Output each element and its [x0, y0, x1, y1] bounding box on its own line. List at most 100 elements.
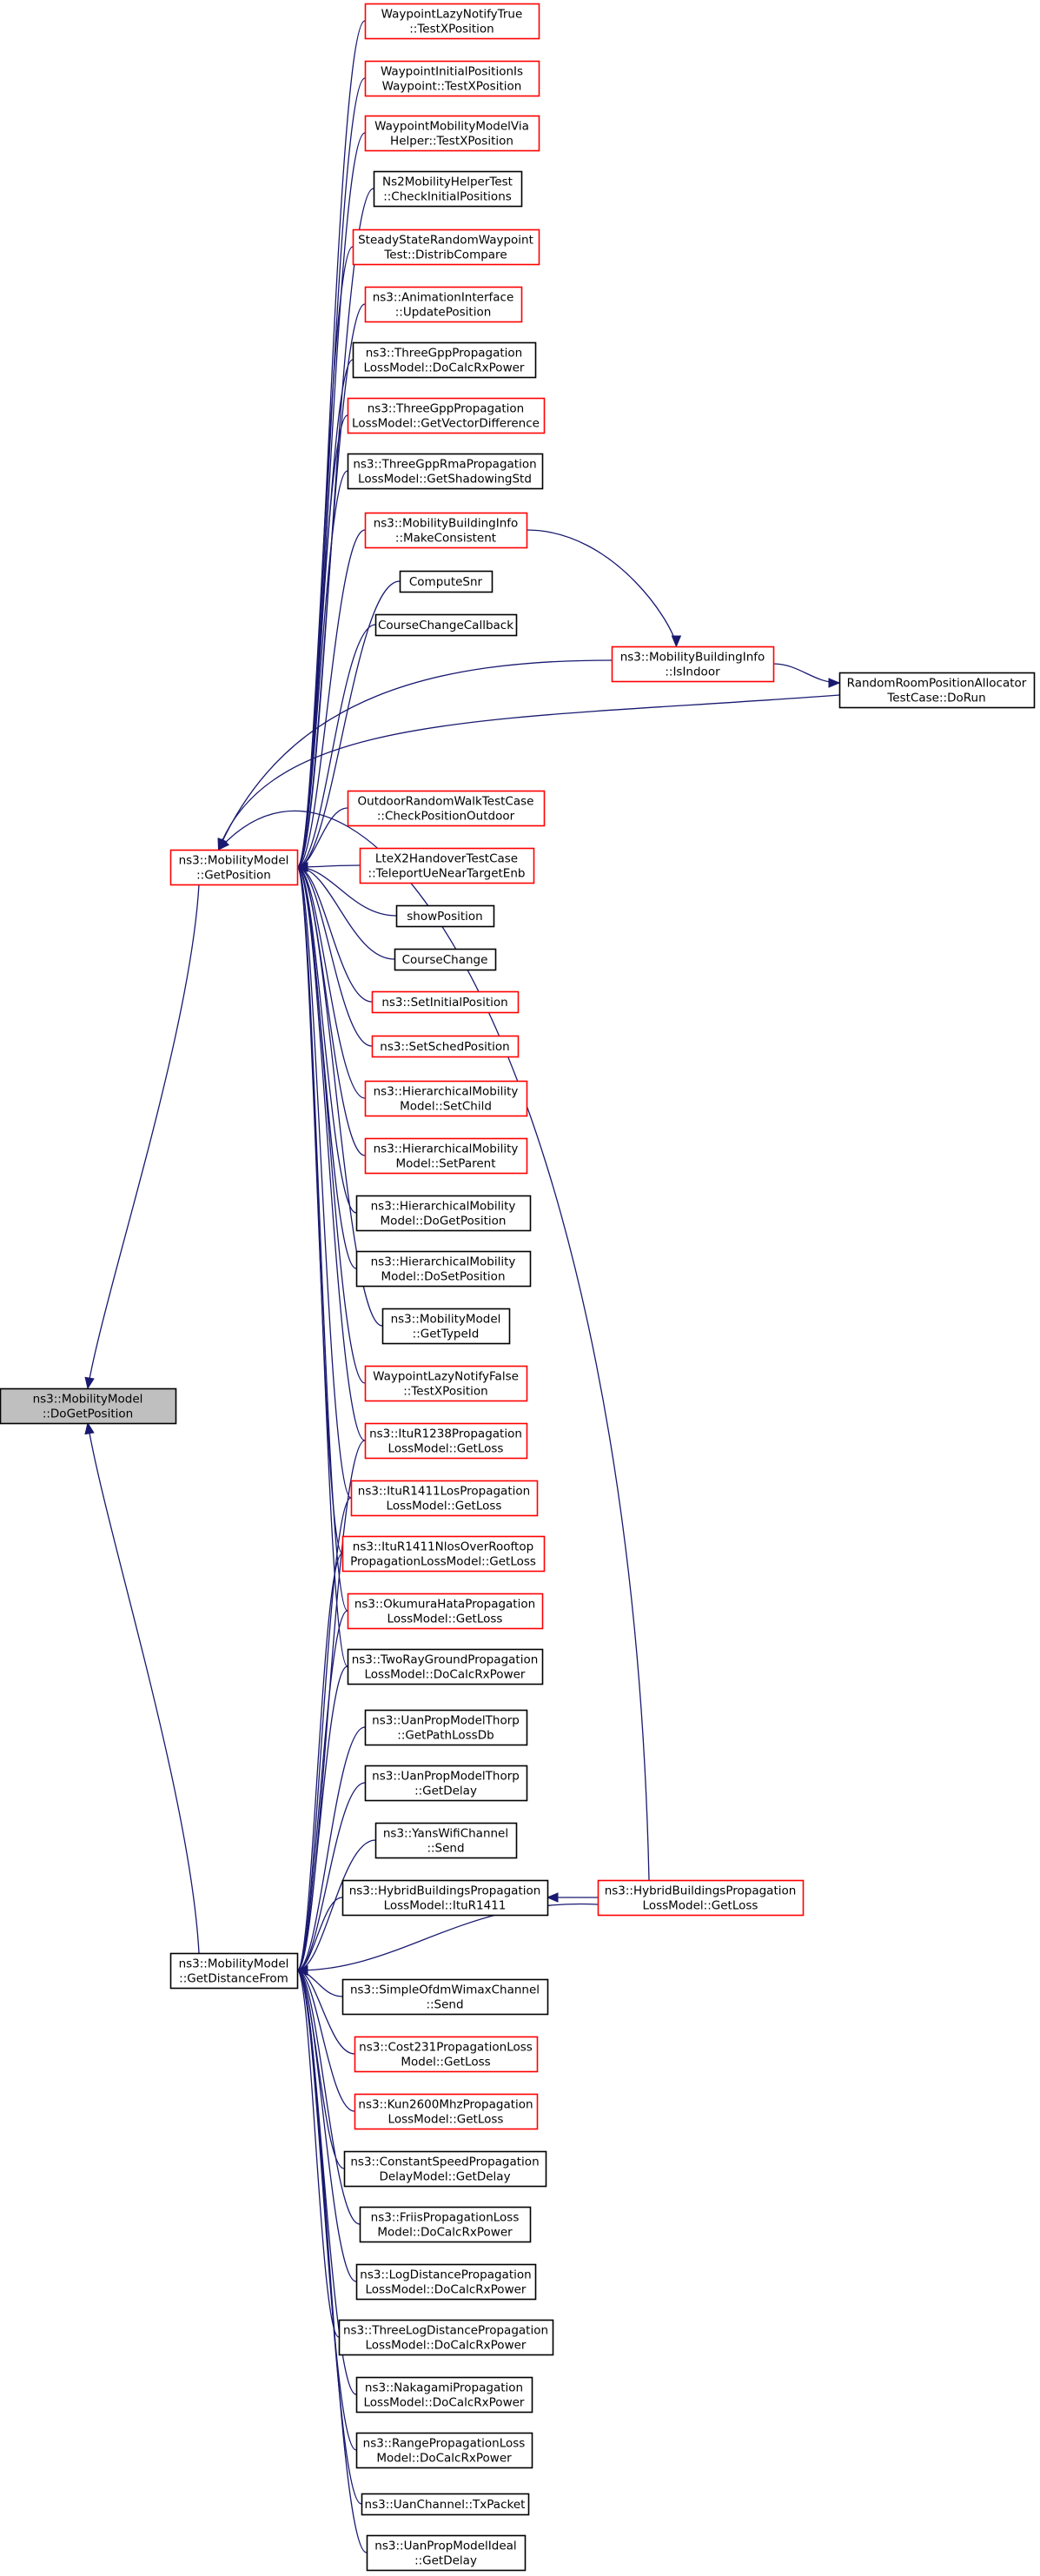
- node-box: [364, 1422, 528, 1460]
- node-simpleofdm[interactable]: ns3::SimpleOfdmWimaxChannel::Send: [341, 1978, 549, 2016]
- node-tworay[interactable]: ns3::TwoRayGroundPropagationLossModel::D…: [347, 1648, 544, 1685]
- node-label-line: LossModel::GetShadowingStd: [358, 473, 532, 487]
- node-hmdoget[interactable]: ns3::HierarchicalMobilityModel::DoGetPos…: [355, 1195, 532, 1232]
- node-setinit[interactable]: ns3::SetInitialPosition: [371, 990, 520, 1014]
- node-box: [355, 2263, 537, 2301]
- edge-setsched-to-getpos: [296, 866, 373, 1047]
- node-wmmvh[interactable]: WaypointMobilityModelViaHelper::TestXPos…: [364, 115, 540, 152]
- node-label-line: ::Send: [426, 1998, 463, 2012]
- edge-kun2600-to-getdist: [296, 1970, 355, 2112]
- node-box: [381, 1308, 511, 1345]
- edge-yans-to-getdist: [296, 1839, 376, 1971]
- node-ccc[interactable]: CourseChangeCallback: [374, 613, 518, 637]
- node-label-line: ns3::Kun2600MhzPropagation: [358, 2098, 533, 2112]
- node-itu1411los[interactable]: ns3::ItuR1411LosPropagationLossModel::Ge…: [350, 1480, 539, 1517]
- node-tgpp1[interactable]: ns3::ThreeGppPropagationLossModel::DoCal…: [352, 341, 537, 379]
- node-rrpa[interactable]: RandomRoomPositionAllocatorTestCase::DoR…: [838, 672, 1036, 709]
- node-box: [347, 397, 546, 434]
- node-orw[interactable]: OutdoorRandomWalkTestCase::CheckPosition…: [347, 790, 546, 827]
- edge-itu1411los-to-getpos: [296, 866, 352, 1499]
- node-label-line: ns3::LogDistancePropagation: [360, 2268, 531, 2282]
- node-box: [352, 228, 540, 266]
- node-label-line: ns3::ThreeLogDistancePropagation: [343, 2324, 548, 2338]
- node-label-line: ns3::UanPropModelThorp: [372, 1714, 520, 1728]
- node-box: [361, 2493, 530, 2516]
- node-label-line: LossModel::GetLoss: [643, 1899, 758, 1913]
- call-graph-nodes: ns3::MobilityModel::DoGetPositionns3::Mo…: [0, 3, 1036, 2572]
- edge-arrowhead: [84, 1421, 95, 1435]
- node-wlnf[interactable]: WaypointLazyNotifyFalse::TestXPosition: [364, 1365, 528, 1402]
- node-label-line: LossModel::DoCalcRxPower: [364, 361, 525, 375]
- node-itu1411nlos[interactable]: ns3::ItuR1411NlosOverRooftopPropagationL…: [341, 1535, 546, 1573]
- node-tgpprma[interactable]: ns3::ThreeGppRmaPropagationLossModel::Ge…: [347, 453, 544, 490]
- node-threelog[interactable]: ns3::ThreeLogDistancePropagationLossMode…: [338, 2319, 554, 2356]
- node-wlnt[interactable]: WaypointLazyNotifyTrue::TestXPosition: [364, 3, 540, 40]
- node-hmparent[interactable]: ns3::HierarchicalMobilityModel::SetParen…: [364, 1137, 528, 1175]
- node-mmtype[interactable]: ns3::MobilityModel::GetTypeId: [381, 1308, 511, 1345]
- node-hmdoset[interactable]: ns3::HierarchicalMobilityModel::DoSetPos…: [355, 1250, 532, 1288]
- node-mbimc[interactable]: ns3::MobilityBuildingInfo::MakeConsisten…: [364, 512, 528, 549]
- node-yans[interactable]: ns3::YansWifiChannel::Send: [374, 1822, 518, 1859]
- edge-getpos-to-focus: [87, 884, 200, 1389]
- node-logdist[interactable]: ns3::LogDistancePropagationLossModel::Do…: [355, 2263, 537, 2301]
- node-nakagami[interactable]: ns3::NakagamiPropagationLossModel::DoCal…: [355, 2376, 533, 2414]
- node-label-line: ns3::MobilityBuildingInfo: [374, 517, 519, 531]
- node-uanthorp2[interactable]: ns3::UanPropModelThorp::GetDelay: [364, 1765, 528, 1802]
- node-label-line: ::CheckInitialPositions: [383, 190, 512, 204]
- node-uanchan[interactable]: ns3::UanChannel::TxPacket: [361, 2493, 530, 2516]
- node-uanideal[interactable]: ns3::UanPropModelIdeal::GetDelay: [366, 2534, 527, 2572]
- node-label-line: ComputeSnr: [409, 575, 483, 589]
- node-box: [597, 1879, 805, 1917]
- node-box: [338, 2319, 554, 2356]
- node-ltex2[interactable]: LteX2HandoverTestCase::TeleportUeNearTar…: [359, 847, 535, 884]
- edge-mbimc-to-getpos: [296, 529, 366, 868]
- node-getdist[interactable]: ns3::MobilityModel::GetDistanceFrom: [169, 1952, 299, 1990]
- node-constspeed[interactable]: ns3::ConstantSpeedPropagationDelayModel:…: [343, 2150, 547, 2188]
- node-getpos[interactable]: ns3::MobilityModel::GetPosition: [169, 849, 299, 886]
- node-kun2600[interactable]: ns3::Kun2600MhzPropagationLossModel::Get…: [354, 2093, 539, 2130]
- node-itu1238[interactable]: ns3::ItuR1238PropagationLossModel::GetLo…: [364, 1422, 528, 1460]
- node-label-line: ns3::ThreeGppPropagation: [368, 402, 525, 416]
- node-ssrw[interactable]: SteadyStateRandomWaypointTest::DistribCo…: [352, 228, 540, 266]
- node-tgpp2[interactable]: ns3::ThreeGppPropagationLossModel::GetVe…: [347, 397, 546, 434]
- node-label-line: ns3::HierarchicalMobility: [374, 1142, 519, 1156]
- node-hbloss[interactable]: ns3::HybridBuildingsPropagationLossModel…: [597, 1879, 805, 1917]
- node-label-line: ns3::HybridBuildingsPropagation: [349, 1884, 541, 1898]
- node-label-line: CourseChange: [402, 953, 488, 967]
- node-friis[interactable]: ns3::FriisPropagationLossModel::DoCalcRx…: [359, 2206, 532, 2243]
- node-box: [355, 1250, 532, 1288]
- node-label-line: TestCase::DoRun: [886, 692, 985, 705]
- node-csnr[interactable]: ComputeSnr: [399, 570, 494, 593]
- node-anim[interactable]: ns3::AnimationInterface::UpdatePosition: [364, 286, 523, 323]
- node-label-line: OutdoorRandomWalkTestCase: [358, 795, 534, 809]
- node-label-line: ns3::ItuR1238Propagation: [369, 1427, 522, 1441]
- node-showpos[interactable]: showPosition: [395, 904, 495, 928]
- node-cost231[interactable]: ns3::Cost231PropagationLossModel::GetLos…: [354, 2036, 539, 2073]
- edge-itu1411nlos-to-getdist: [296, 1553, 343, 1971]
- node-uanthorp1[interactable]: ns3::UanPropModelThorp::GetPathLossDb: [364, 1709, 528, 1746]
- node-okumura[interactable]: ns3::OkumuraHataPropagationLossModel::Ge…: [347, 1593, 544, 1630]
- node-range[interactable]: ns3::RangePropagationLossModel::DoCalcRx…: [355, 2432, 533, 2469]
- node-label-line: ::GetDelay: [414, 1785, 477, 1798]
- node-box: [374, 1822, 518, 1859]
- node-label-line: ns3::ThreeGppPropagation: [366, 347, 523, 361]
- node-label-line: ns3::AnimationInterface: [373, 291, 514, 305]
- node-box: [347, 1648, 544, 1685]
- node-label-line: ns3::OkumuraHataPropagation: [354, 1598, 535, 1612]
- edge-csnr-to-getpos: [296, 580, 401, 868]
- edge-logdist-to-getdist: [296, 1970, 357, 2282]
- node-mbiin[interactable]: ns3::MobilityBuildingInfo::IsIndoor: [611, 646, 775, 683]
- node-box: [341, 1978, 549, 2016]
- node-cchange[interactable]: CourseChange: [394, 948, 497, 971]
- node-wipw[interactable]: WaypointInitialPositionIsWaypoint::TestX…: [364, 60, 540, 97]
- node-box: [347, 790, 546, 827]
- edge-tworay-to-getpos: [296, 866, 348, 1667]
- node-label-line: WaypointLazyNotifyTrue: [381, 8, 523, 22]
- node-ns2[interactable]: Ns2MobilityHelperTest::CheckInitialPosit…: [373, 170, 523, 208]
- node-hbitu[interactable]: ns3::HybridBuildingsPropagationLossModel…: [341, 1879, 549, 1917]
- node-label-line: showPosition: [407, 910, 482, 924]
- node-label-line: ns3::ThreeGppRmaPropagation: [353, 458, 536, 472]
- node-setsched[interactable]: ns3::SetSchedPosition: [371, 1035, 520, 1058]
- node-box: [364, 1365, 528, 1402]
